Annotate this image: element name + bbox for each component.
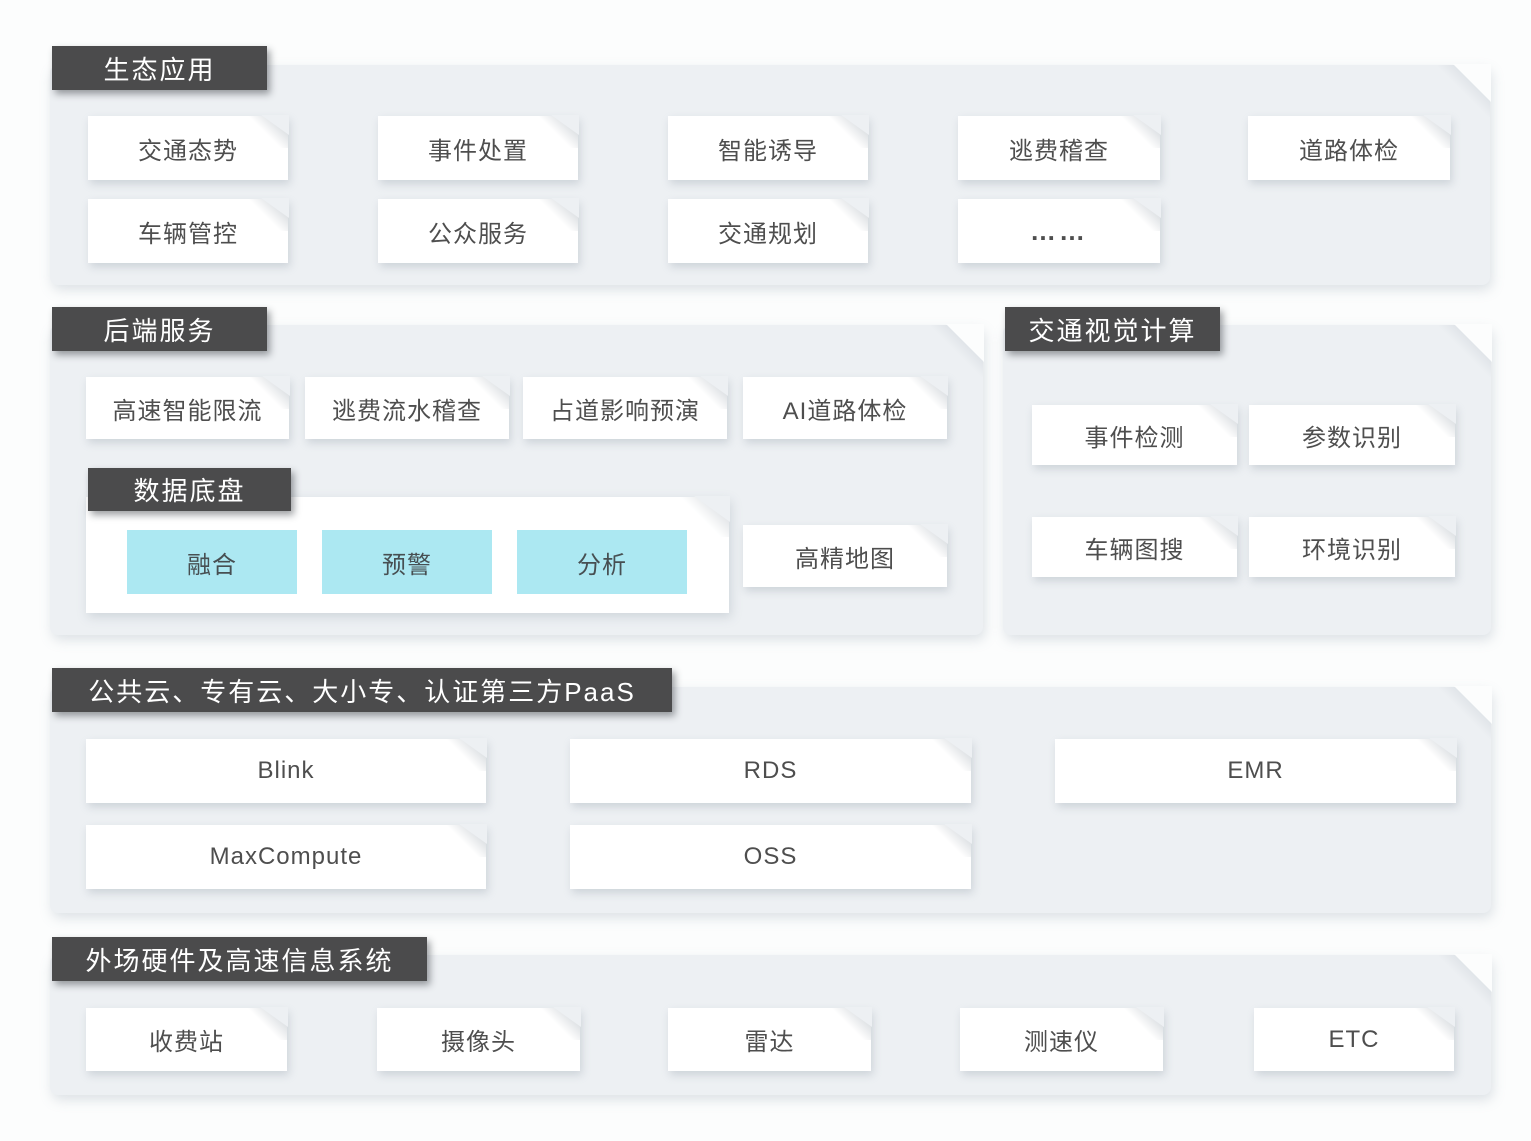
card-label: EMR	[1227, 757, 1284, 784]
card-label: 逃费流水稽查	[332, 397, 482, 425]
section-title-eco-apps: 生态应用	[52, 46, 267, 90]
chip-label: 分析	[577, 551, 627, 579]
card-etc: ETC	[1254, 1007, 1455, 1071]
card-ellipsis: ……	[958, 198, 1161, 263]
card-lane-occupation-preview: 占道影响预演	[523, 376, 728, 439]
card-parameter-recognition: 参数识别	[1249, 404, 1456, 465]
card-label: OSS	[743, 843, 798, 870]
card-label: 车辆管控	[138, 220, 238, 248]
card-highway-smart-flow-limit: 高速智能限流	[86, 376, 290, 439]
card-label: ……	[1030, 215, 1088, 246]
section-title-traffic-vision: 交通视觉计算	[1005, 307, 1220, 351]
section-title-label: 数据底盘	[133, 476, 246, 506]
card-label: 高精地图	[795, 545, 895, 573]
card-vehicle-image-search: 车辆图搜	[1032, 516, 1238, 577]
section-title-backend-services: 后端服务	[52, 307, 267, 351]
card-label: 交通规划	[718, 220, 818, 248]
card-vehicle-control: 车辆管控	[88, 198, 289, 263]
card-traffic-planning: 交通规划	[668, 198, 869, 263]
card-label: AI道路体检	[782, 397, 908, 425]
card-label: 环境识别	[1302, 536, 1402, 564]
card-rds: RDS	[570, 738, 972, 803]
card-oss: OSS	[570, 824, 972, 889]
card-label: 测速仪	[1024, 1029, 1099, 1056]
card-label: 雷达	[744, 1029, 795, 1056]
card-incident-handling: 事件处置	[378, 115, 579, 180]
section-title-paas-cloud: 公共云、专有云、大小专、认证第三方PaaS	[52, 668, 672, 712]
section-title-label: 外场硬件及高速信息系统	[85, 945, 394, 976]
card-label: 道路体检	[1299, 137, 1399, 165]
card-blink: Blink	[86, 738, 487, 803]
chip-fusion: 融合	[127, 530, 297, 594]
card-label: 摄像头	[441, 1029, 516, 1056]
card-label: 事件处置	[428, 137, 528, 165]
data-chassis-title: 数据底盘	[88, 468, 291, 511]
chip-label: 融合	[187, 551, 237, 579]
card-ai-road-inspection: AI道路体检	[743, 376, 948, 439]
card-toll-evasion-flow-audit: 逃费流水稽查	[305, 376, 510, 439]
card-speed-meter: 测速仪	[960, 1007, 1164, 1071]
card-public-service: 公众服务	[378, 198, 579, 263]
card-environment-recognition: 环境识别	[1249, 516, 1456, 577]
chip-label: 预警	[382, 551, 432, 579]
card-hd-map: 高精地图	[743, 524, 948, 587]
card-road-inspection: 道路体检	[1248, 115, 1451, 180]
section-title-label: 后端服务	[103, 315, 216, 346]
card-smart-guidance: 智能诱导	[668, 115, 869, 180]
card-label: Blink	[257, 757, 315, 784]
card-maxcompute: MaxCompute	[86, 824, 487, 889]
card-label: 智能诱导	[718, 137, 818, 165]
card-label: 收费站	[149, 1029, 224, 1056]
card-label: ETC	[1328, 1025, 1380, 1053]
card-label: 事件检测	[1084, 424, 1185, 452]
card-label: 逃费稽查	[1009, 137, 1109, 165]
card-traffic-situation: 交通态势	[88, 115, 289, 180]
section-title-label: 交通视觉计算	[1028, 315, 1197, 346]
card-label: 占道影响预演	[550, 397, 700, 425]
card-label: 车辆图搜	[1084, 536, 1185, 564]
card-label: RDS	[743, 757, 798, 784]
section-title-label: 生态应用	[103, 54, 216, 85]
section-title-label: 公共云、专有云、大小专、认证第三方PaaS	[88, 676, 636, 707]
card-radar: 雷达	[668, 1007, 872, 1071]
card-camera: 摄像头	[377, 1007, 581, 1071]
card-label: 高速智能限流	[112, 397, 263, 425]
card-label: 参数识别	[1302, 424, 1402, 452]
chip-warning: 预警	[322, 530, 492, 594]
card-event-detection: 事件检测	[1032, 404, 1238, 465]
card-toll-evasion-audit: 逃费稽查	[958, 115, 1161, 180]
chip-analysis: 分析	[517, 530, 687, 594]
card-label: 交通态势	[138, 137, 238, 165]
section-title-field-hardware: 外场硬件及高速信息系统	[52, 937, 427, 981]
section-traffic-vision	[1003, 324, 1492, 635]
card-toll-station: 收费站	[86, 1007, 288, 1071]
card-emr: EMR	[1055, 738, 1457, 803]
card-label: MaxCompute	[209, 843, 363, 870]
card-label: 公众服务	[428, 220, 528, 248]
